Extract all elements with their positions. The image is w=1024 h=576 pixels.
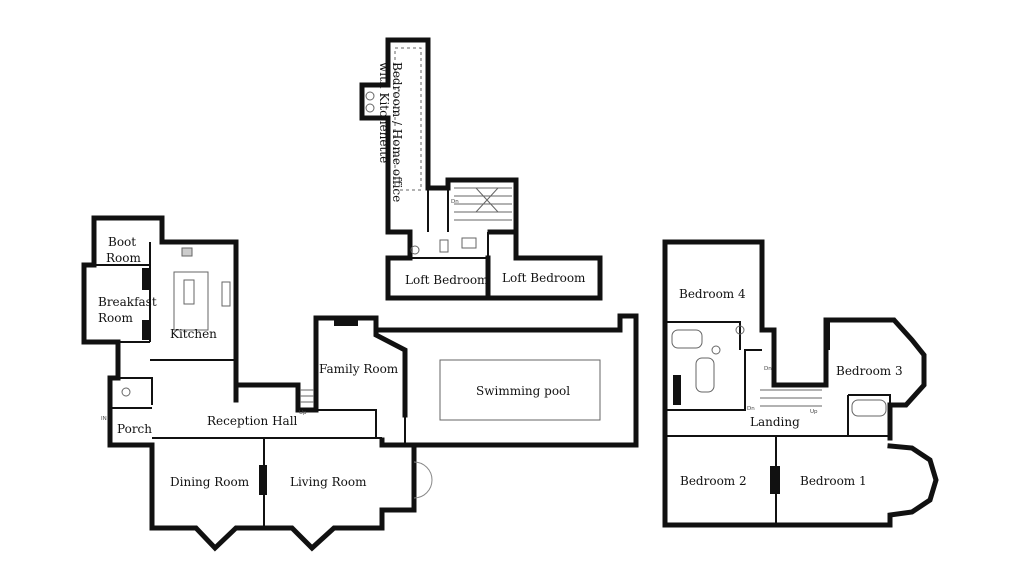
bedroom-1-label: Bedroom 1 — [800, 474, 867, 488]
entrance-in-marker: IN — [101, 416, 107, 422]
boot-room-label-line2: Room — [106, 251, 141, 265]
loft-bedroom-2-label: Loft Bedroom — [502, 271, 586, 285]
bedroom-4-label: Bedroom 4 — [679, 287, 746, 301]
first-stair-down-marker-1: Dn — [764, 366, 772, 372]
bedroom-home-office-line1: Bedroom / Home office — [390, 62, 404, 202]
bedroom-2-label: Bedroom 2 — [680, 474, 747, 488]
living-room-label: Living Room — [290, 475, 367, 489]
loft-floor — [359, 37, 603, 301]
loft-bedroom-1-label: Loft Bedroom — [405, 273, 489, 287]
landing-label: Landing — [750, 415, 800, 429]
loft-stair-down-marker: Dn — [451, 199, 459, 205]
breakfast-room-label-line2: Room — [98, 311, 133, 325]
breakfast-room-label-line1: Breakfast — [98, 295, 157, 309]
first-stair-down-marker-2: Dn — [747, 406, 755, 412]
dining-room-label: Dining Room — [170, 475, 250, 489]
bedroom-3-label: Bedroom 3 — [836, 364, 903, 378]
reception-hall-label: Reception Hall — [207, 414, 298, 428]
kitchen-label: Kitchen — [170, 327, 217, 341]
swimming-pool-label: Swimming pool — [476, 384, 570, 398]
first-floor — [662, 239, 939, 528]
ground-floor — [81, 215, 639, 552]
boot-room-label-line1: Boot — [108, 235, 136, 249]
family-room-label: Family Room — [319, 362, 399, 376]
first-stair-up-marker: Up — [810, 409, 818, 415]
ground-stair-up-marker: Up — [299, 410, 307, 416]
bedroom-home-office-label: Bedroom / Home office with Kitchenette — [377, 62, 404, 202]
bedroom-home-office-line2: with Kitchenette — [377, 62, 391, 163]
room-labels: Bedroom / Home office with Kitchenette L… — [98, 62, 903, 489]
porch-label: Porch — [117, 422, 152, 436]
stair-markers: IN Up Dn Dn Dn Up — [101, 199, 818, 422]
